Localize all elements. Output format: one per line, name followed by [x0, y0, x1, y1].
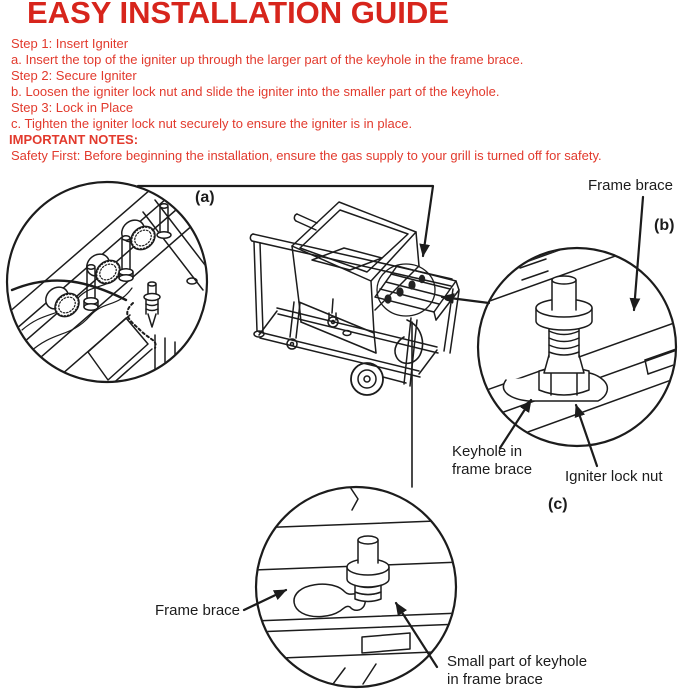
cart-wheel	[350, 362, 407, 396]
grill-cart-drawing	[249, 201, 460, 396]
frame-brace-top-label: Frame brace	[588, 177, 673, 194]
detail-view-c	[254, 485, 458, 689]
label-arrows-c	[242, 588, 439, 669]
instruction-step-1a: a. Insert the top of the igniter up thro…	[11, 52, 524, 67]
connector-line-c	[394, 319, 424, 488]
instruction-step-1: Step 1: Insert Igniter	[11, 36, 129, 51]
important-notes-heading: IMPORTANT NOTES:	[9, 132, 139, 147]
safety-note: Safety First: Before beginning the insta…	[11, 148, 602, 163]
small-keyhole-label-line1: Small part of keyhole	[447, 653, 587, 670]
detail-b-contents	[479, 249, 675, 445]
keyhole-label-line1: Keyhole in	[452, 443, 522, 460]
cart-side-shelf	[374, 265, 460, 321]
cart-lower-shelf	[258, 307, 439, 378]
leader-line-a	[136, 184, 435, 258]
shelf-igniter-knobs	[384, 274, 426, 304]
small-keyhole-label-line2: in frame brace	[447, 671, 543, 688]
view-a-tag: (a)	[195, 189, 215, 206]
igniter-cap-b	[551, 275, 577, 311]
detail-view-b	[476, 246, 678, 448]
cart-firebox	[291, 201, 420, 354]
instructions-block: Step 1: Insert Igniter a. Insert the top…	[9, 36, 675, 164]
cart-casters	[286, 298, 339, 350]
arrow-b-to-cart	[440, 293, 491, 305]
burner-pin	[83, 264, 99, 311]
instruction-step-2b: b. Loosen the igniter lock nut and slide…	[11, 84, 500, 99]
detail-c-contents	[257, 488, 455, 686]
igniter-top-view	[346, 535, 390, 603]
cart-rear-handle	[293, 213, 318, 231]
igniter-threads-b	[548, 323, 580, 358]
valve-knob	[121, 219, 156, 251]
detail-view-a	[5, 180, 209, 384]
burner-pin	[156, 203, 172, 239]
view-c-tag: (c)	[548, 496, 568, 513]
frame-brace-bottom-label: Frame brace	[155, 602, 240, 619]
keyhole-label-line2: frame brace	[452, 461, 532, 478]
instruction-step-3c: c. Tighten the igniter lock nut securely…	[11, 116, 413, 131]
shelf-highlight-balloon	[376, 263, 436, 317]
igniter-flange-b	[535, 298, 593, 331]
teardrop-balloon	[394, 319, 424, 365]
igniter-in-view-a	[126, 281, 161, 349]
page-title: EASY INSTALLATION GUIDE	[27, 0, 449, 30]
label-arrows-b	[498, 195, 645, 468]
instruction-step-2: Step 2: Secure Igniter	[11, 68, 137, 83]
valve-knob	[45, 286, 80, 318]
burner-pin	[118, 235, 134, 282]
detail-a-contents	[8, 183, 206, 381]
valve-knob	[86, 253, 121, 285]
igniter-lock-nut-label: Igniter lock nut	[565, 468, 663, 485]
instruction-step-3: Step 3: Lock in Place	[11, 100, 134, 115]
installation-diagram: (a)	[5, 177, 678, 689]
view-b-tag: (b)	[654, 217, 674, 234]
keyhole-top-view	[293, 583, 366, 618]
